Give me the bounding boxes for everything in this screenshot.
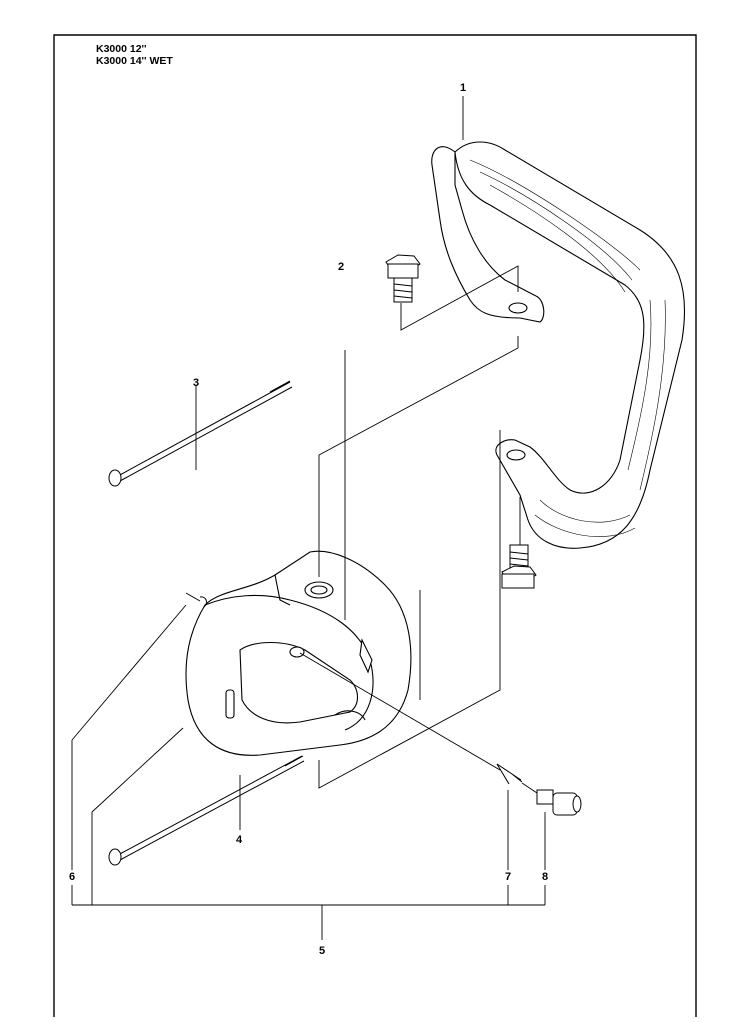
model-title-2: K3000 14'' WET (96, 55, 173, 67)
clip-icon (185, 592, 208, 608)
callout-8: 8 (541, 871, 549, 883)
model-title-1: K3000 12'' (96, 43, 147, 55)
assembly-lines (71, 96, 546, 940)
front-handle-icon (431, 141, 685, 549)
callout-6: 6 (68, 871, 76, 883)
handle-housing-icon (185, 550, 412, 756)
callout-5: 5 (318, 945, 326, 957)
callout-1: 1 (459, 82, 467, 94)
hex-bolt-icon (385, 254, 421, 303)
callout-7: 7 (504, 871, 512, 883)
pin-icon (536, 789, 582, 816)
sheet-frame (53, 34, 697, 1017)
spring-icon (496, 763, 523, 785)
long-screw-icon (108, 755, 305, 866)
callout-3: 3 (192, 377, 200, 389)
long-screw-icon (108, 380, 293, 487)
hex-bolt-icon (501, 544, 537, 589)
callout-2: 2 (337, 261, 345, 273)
callout-4: 4 (235, 834, 243, 846)
